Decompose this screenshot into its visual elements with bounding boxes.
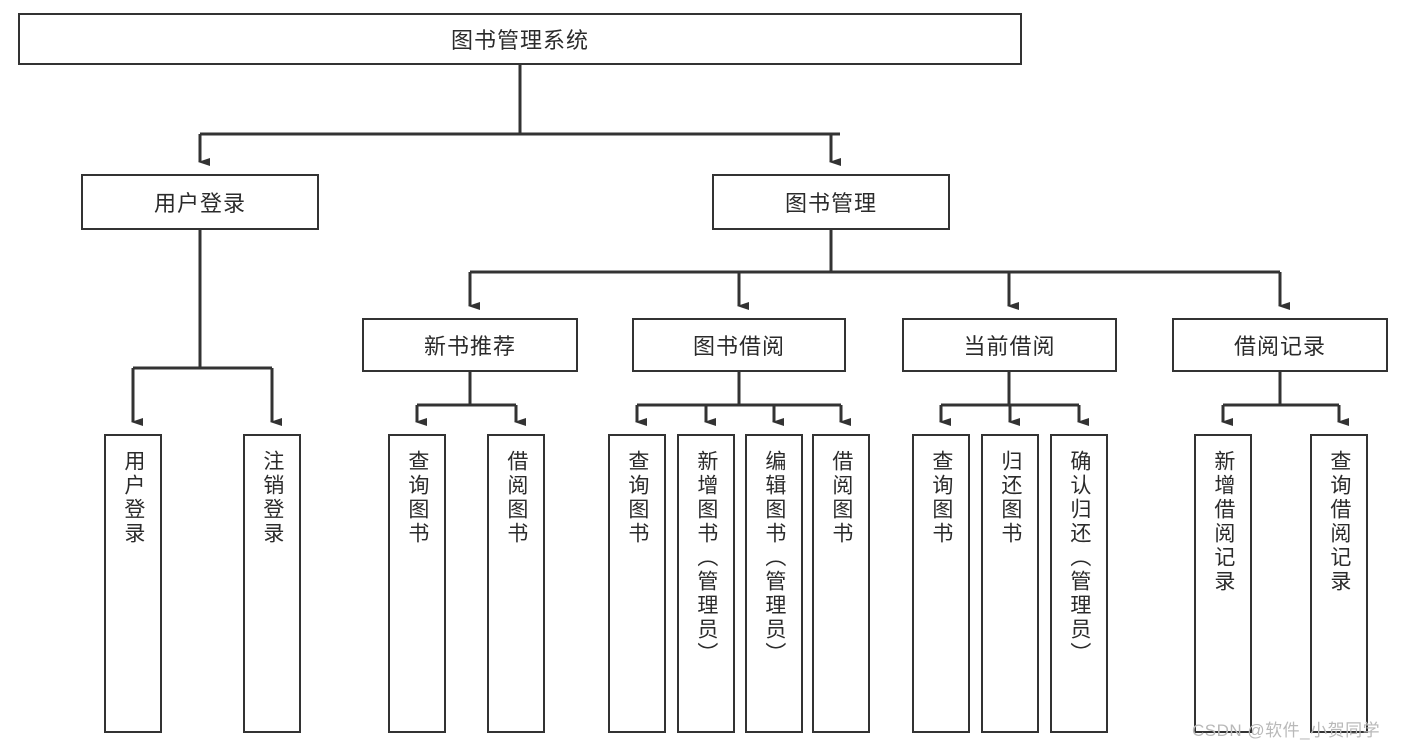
- node-new-book-recommend-label: 新书推荐: [423, 334, 516, 359]
- leaf-edit-book[interactable]: 编辑图书（管理员）: [745, 434, 803, 733]
- leaf-add-borrow-record[interactable]: 新增借阅记录: [1194, 434, 1252, 733]
- leaf-confirm-return[interactable]: 确认归还（管理员）: [1050, 434, 1108, 733]
- leaf-borrow-book-label: 借阅图书: [829, 450, 853, 546]
- leaf-borrow-book-rec[interactable]: 借阅图书: [487, 434, 545, 733]
- leaf-query-book-borrow-label: 查询图书: [625, 450, 649, 546]
- node-book-borrow-label: 图书借阅: [692, 334, 785, 359]
- leaf-query-book-current[interactable]: 查询图书: [912, 434, 970, 733]
- leaf-return-book-label: 归还图书: [998, 450, 1022, 546]
- csdn-watermark: CSDN @软件_小贺同学: [1192, 721, 1381, 740]
- leaf-confirm-return-label: 确认归还（管理员）: [1067, 450, 1091, 666]
- leaf-user-logout-label: 注销登录: [260, 450, 284, 546]
- node-root[interactable]: 图书管理系统: [18, 13, 1022, 65]
- leaf-query-book-borrow[interactable]: 查询图书: [608, 434, 666, 733]
- node-book-management[interactable]: 图书管理: [712, 174, 950, 230]
- leaf-query-borrow-record-label: 查询借阅记录: [1327, 450, 1351, 594]
- leaf-query-book-rec-label: 查询图书: [405, 450, 429, 546]
- leaf-add-book-label: 新增图书（管理员）: [694, 450, 718, 666]
- node-current-borrow[interactable]: 当前借阅: [902, 318, 1117, 372]
- leaf-query-book-current-label: 查询图书: [929, 450, 953, 546]
- leaf-query-book-rec[interactable]: 查询图书: [388, 434, 446, 733]
- leaf-borrow-book[interactable]: 借阅图书: [812, 434, 870, 733]
- leaf-user-logout[interactable]: 注销登录: [243, 434, 301, 733]
- node-user-login-label: 用户登录: [153, 191, 246, 216]
- node-book-management-label: 图书管理: [784, 191, 877, 216]
- leaf-return-book[interactable]: 归还图书: [981, 434, 1039, 733]
- node-new-book-recommend[interactable]: 新书推荐: [362, 318, 578, 372]
- node-root-label: 图书管理系统: [450, 28, 589, 53]
- node-current-borrow-label: 当前借阅: [963, 334, 1056, 359]
- leaf-user-login[interactable]: 用户登录: [104, 434, 162, 733]
- leaf-add-book[interactable]: 新增图书（管理员）: [677, 434, 735, 733]
- node-borrow-record-label: 借阅记录: [1233, 334, 1326, 359]
- leaf-edit-book-label: 编辑图书（管理员）: [762, 450, 786, 666]
- leaf-borrow-book-rec-label: 借阅图书: [504, 450, 528, 546]
- leaf-add-borrow-record-label: 新增借阅记录: [1211, 450, 1235, 594]
- node-borrow-record[interactable]: 借阅记录: [1172, 318, 1388, 372]
- leaf-query-borrow-record[interactable]: 查询借阅记录: [1310, 434, 1368, 733]
- node-book-borrow[interactable]: 图书借阅: [632, 318, 846, 372]
- node-user-login[interactable]: 用户登录: [81, 174, 319, 230]
- leaf-user-login-label: 用户登录: [121, 450, 145, 546]
